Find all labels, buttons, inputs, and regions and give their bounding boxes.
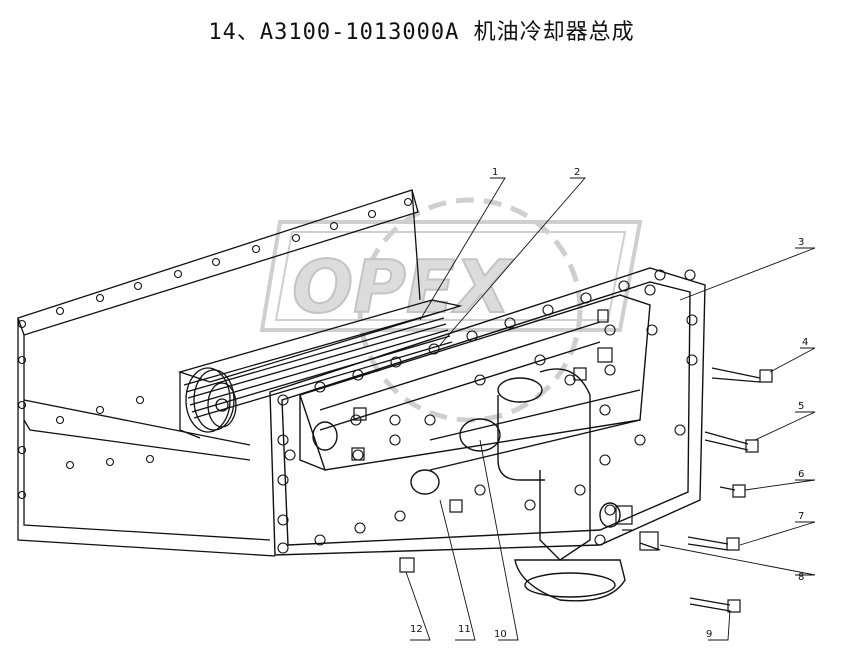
callout-6: 6	[798, 469, 804, 480]
plugs-and-nuts	[351, 309, 613, 513]
leader-lines	[405, 177, 816, 641]
callout-2: 2	[574, 167, 580, 178]
gasket-holes	[17, 197, 413, 500]
housing-bolt-holes	[277, 269, 698, 554]
callout-1: 1	[492, 167, 498, 178]
callout-5: 5	[798, 401, 804, 412]
callout-11: 11	[458, 624, 471, 635]
callout-9: 9	[706, 629, 712, 640]
bolts	[399, 367, 773, 613]
watermark-text: OPEX	[292, 245, 514, 329]
callout-8: 8	[798, 572, 804, 583]
callout-3: 3	[798, 237, 804, 248]
callout-4: 4	[802, 337, 808, 348]
callout-7: 7	[798, 511, 804, 522]
callout-10: 10	[494, 629, 507, 640]
filter-head	[312, 368, 626, 602]
gasket-plate	[17, 189, 421, 557]
cooler-core	[177, 299, 463, 439]
cooler-housing	[269, 267, 706, 556]
callout-labels: 1 2 3 4 5 6 7 8 9 10 11 12	[410, 167, 808, 640]
drawing-title: 14、A3100-1013000A 机油冷却器总成	[208, 20, 635, 45]
callout-12: 12	[410, 624, 423, 635]
watermark-logo	[259, 197, 643, 423]
